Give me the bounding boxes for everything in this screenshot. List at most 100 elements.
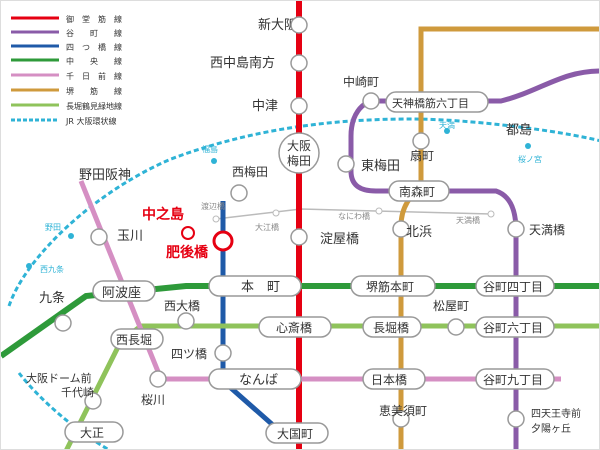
station-label-nishinakajima: 西中島南方 (210, 55, 275, 71)
station-label-kujo: 九条 (39, 290, 65, 306)
jr-label-temma: 天満 (439, 121, 455, 130)
jr-label-sakuranomiya: 桜ノ宮 (518, 154, 542, 164)
legend-tanimachi: 谷 町 線 (66, 28, 122, 38)
station-label-miyakojima: 都島 (506, 123, 532, 138)
station-marker-ebisucho[interactable] (392, 410, 410, 428)
station-marker-kitahama[interactable] (392, 220, 410, 238)
station-label-tamagawa: 玉川 (117, 229, 143, 244)
station-label-osaka-dome-2: 千代崎 (61, 385, 94, 399)
station-label-osaka-dome-1: 大阪ドーム前 (26, 371, 92, 385)
station-label-higashiumeda: 東梅田 (361, 158, 400, 174)
station-label-ebisucho: 恵美須町 (379, 404, 427, 418)
station-label-sakaisuji-hommachi: 堺筋本町 (366, 279, 414, 294)
tanimachi-line (348, 68, 599, 449)
legend: 御 堂 筋 線 谷 町 線 四 つ 橋 線 中 央 線 千 日 前 線 堺 筋 … (11, 14, 122, 126)
station-label-umeda-1: 大阪 (287, 139, 311, 153)
station-marker-nishiohashi[interactable] (177, 312, 195, 330)
jr-label-noda: 野田 (45, 223, 61, 232)
jr-marker-fukushima (211, 158, 217, 164)
legend-sennichimae: 千 日 前 線 (66, 71, 122, 81)
station-label-namba: なんば (239, 373, 278, 388)
station-marker-namba[interactable] (208, 368, 302, 390)
jr-loop-line (7, 117, 599, 307)
highlight-label-higobashi: 肥後橋 (166, 244, 209, 261)
station-marker-tanimachi4[interactable] (475, 275, 555, 297)
station-label-hommachi: 本 町 (241, 280, 280, 295)
legend-midosuji: 御 堂 筋 線 (66, 14, 122, 24)
keihan-station-labels: 渡辺橋 大江橋 なにわ橋 天満橋 (201, 201, 495, 232)
station-label-nakazakicho: 中崎町 (343, 74, 379, 89)
station-marker-minamimorimachi[interactable] (388, 180, 450, 202)
station-marker-tenmabashi[interactable] (507, 220, 525, 238)
station-label-shitennoji-2: 夕陽ヶ丘 (531, 423, 571, 435)
station-label-taisho: 大正 (80, 426, 104, 440)
station-marker-nakazakicho[interactable] (362, 92, 380, 110)
station-label-umeda-2: 梅田 (287, 153, 311, 168)
station-marker-daikokucho[interactable] (265, 422, 329, 444)
station-marker-sakuragawa[interactable] (149, 370, 167, 388)
station-marker-awaza[interactable] (92, 280, 156, 302)
jr-marker-noda (68, 233, 74, 239)
station-marker-matsuyamachi[interactable] (447, 318, 465, 336)
station-marker-taisho[interactable] (64, 421, 124, 443)
station-marker-tenjinbashi[interactable] (385, 91, 489, 113)
legend-nagahori: 長堀鶴見緑地線 (66, 101, 122, 111)
station-marker-sakaisuji-hommachi[interactable] (350, 275, 436, 297)
station-marker-nagahoribashi[interactable] (362, 316, 422, 338)
jr-station-labels: 福島 野田 西九条 天満 桜ノ宮 (26, 121, 542, 274)
station-label-yodoyabashi: 淀屋橋 (320, 232, 359, 247)
station-marker-nishinagahori[interactable] (110, 328, 164, 350)
station-label-nishiumeda: 西梅田 (232, 164, 268, 179)
legend-chuo: 中 央 線 (66, 56, 122, 66)
station-label-yotsubashi: 四ツ橋 (171, 347, 207, 361)
station-marker-kujo[interactable] (54, 314, 72, 332)
highlight-label-nakanoshima: 中之島 (142, 206, 184, 223)
jr-marker-temma (444, 128, 450, 134)
station-marker-shin-osaka[interactable] (290, 16, 308, 34)
station-marker-tanimachi9[interactable] (475, 368, 555, 390)
station-label-ogimachi: 扇町 (410, 148, 434, 163)
station-label-daikokucho: 大国町 (277, 427, 313, 441)
station-label-nodahanshin: 野田阪神 (79, 168, 131, 183)
station-label-nagahoribashi: 長堀橋 (373, 320, 409, 335)
keihan-label-oebashi: 大江橋 (255, 222, 279, 232)
jr-marker-nishikujo (26, 263, 32, 269)
station-marker-nishiumeda[interactable] (230, 184, 248, 202)
station-marker-nipponbashi[interactable] (362, 368, 426, 390)
station-marker-yodoyabashi[interactable] (290, 228, 308, 246)
station-marker-nishinakajima[interactable] (290, 54, 308, 72)
station-marker-higobashi[interactable] (212, 230, 234, 252)
station-label-tenjinbashi: 天神橋筋六丁目 (392, 96, 469, 110)
station-marker-yotsubashi[interactable] (214, 344, 232, 362)
station-marker-nakatsu[interactable] (290, 97, 308, 115)
station-marker-osaka-dome[interactable] (84, 392, 102, 410)
station-label-nipponbashi: 日本橋 (371, 373, 407, 387)
station-marker-tanimachi6[interactable] (475, 316, 555, 338)
legend-sakaisuji: 堺 筋 線 (66, 86, 122, 96)
station-label-nakatsu: 中津 (252, 99, 278, 114)
station-label-shin-osaka: 新大阪 (258, 17, 297, 33)
station-label-kitahama: 北浜 (406, 225, 432, 240)
jr-label-fukushima: 福島 (202, 144, 218, 154)
keihan-label-tenmabashi: 天満橋 (456, 215, 480, 225)
station-marker-tamagawa[interactable] (90, 228, 108, 246)
station-marker-higashiumeda[interactable] (337, 155, 355, 173)
station-marker-shinsaibashi[interactable] (258, 316, 332, 338)
station-label-tanimachi9: 谷町九丁目 (483, 373, 543, 387)
keihan-label-naniwabashi: なにわ橋 (338, 211, 370, 221)
jr-loop-line-lower (17, 372, 111, 449)
station-label-tanimachi4: 谷町四丁目 (483, 280, 543, 294)
jr-marker-sakuranomiya (525, 143, 531, 149)
station-marker-shitennoji[interactable] (507, 410, 525, 428)
legend-jr-loop: JR 大阪環状線 (65, 116, 116, 126)
station-marker-hommachi[interactable] (208, 275, 302, 297)
station-marker-ogimachi[interactable] (412, 132, 430, 150)
station-label-shitennoji-1: 四天王寺前 (531, 407, 581, 420)
highlight-marker-nakanoshima[interactable] (181, 226, 195, 240)
station-label-nishinagahori: 西長堀 (116, 332, 152, 347)
station-label-awaza: 阿波座 (102, 286, 141, 301)
keihan-label-watanabebashi: 渡辺橋 (201, 201, 225, 211)
station-marker-umeda[interactable] (278, 132, 320, 174)
